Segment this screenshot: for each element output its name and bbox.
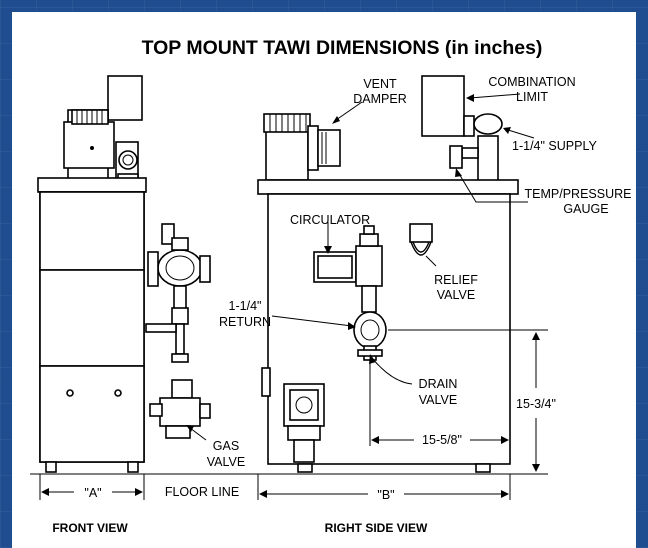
dimension-depth-label: 15-5/8" — [422, 433, 462, 447]
temp-pressure-label-1: TEMP/PRESSURE — [525, 187, 632, 201]
relief-valve-label-1: RELIEF — [434, 273, 478, 287]
temp-pressure-label-2: GAUGE — [563, 202, 608, 216]
front-view-caption: FRONT VIEW — [52, 521, 128, 535]
combination-limit-label-2: LIMIT — [516, 90, 548, 104]
floor-line-label: FLOOR LINE — [165, 485, 239, 499]
side-view-boiler — [257, 75, 519, 473]
dimension-height-label: 15-3/4" — [516, 397, 556, 411]
dimension-a-label: "A" — [84, 486, 101, 500]
dimension-b-label: "B" — [377, 488, 394, 502]
drain-valve-label-2: VALVE — [419, 393, 457, 407]
labels: VENT DAMPER COMBINATION LIMIT 1-1/4" SUP… — [52, 75, 631, 535]
supply-label: 1-1/4" SUPPLY — [512, 139, 597, 153]
vent-damper-label-2: DAMPER — [353, 92, 406, 106]
drain-valve-label-1: DRAIN — [419, 377, 458, 391]
side-view-caption: RIGHT SIDE VIEW — [325, 521, 428, 535]
circulator-label: CIRCULATOR — [290, 213, 370, 227]
return-label-1: 1-1/4" — [229, 299, 262, 313]
leader-lines — [186, 93, 535, 441]
front-view-boiler — [37, 75, 211, 473]
gas-valve-label-2: VALVE — [207, 455, 245, 469]
return-label-2: RETURN — [219, 315, 271, 329]
diagram-title: TOP MOUNT TAWI DIMENSIONS (in inches) — [142, 37, 543, 59]
gas-valve-label-1: GAS — [213, 439, 239, 453]
relief-valve-label-2: VALVE — [437, 288, 475, 302]
dimension-lines — [30, 329, 548, 500]
vent-damper-label-1: VENT — [363, 77, 397, 91]
combination-limit-label-1: COMBINATION — [488, 75, 575, 89]
